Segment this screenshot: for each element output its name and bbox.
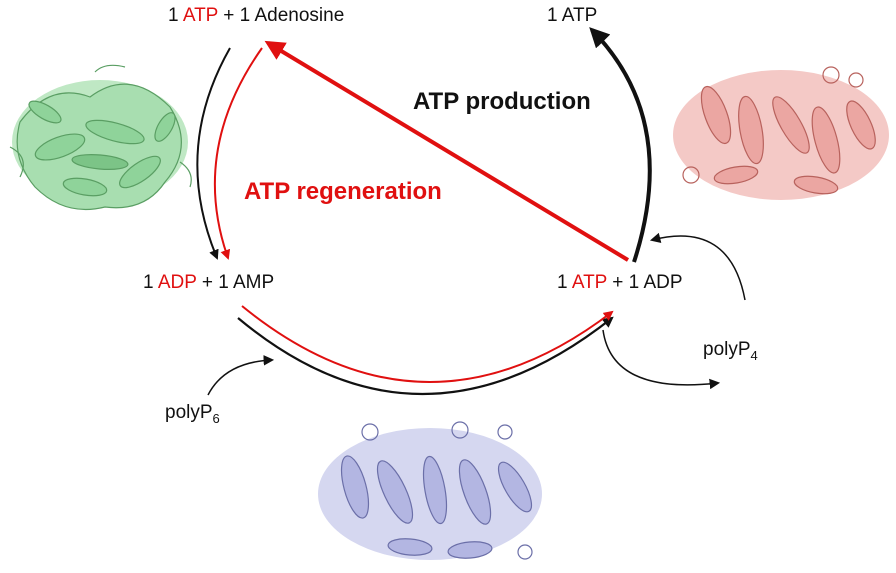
atp-top-left: ATP <box>182 5 219 26</box>
atp-regeneration-label: ATP regeneration <box>244 178 442 205</box>
atp-mid-right: ATP <box>571 272 608 293</box>
top-right-label: 1 ATP <box>547 5 598 26</box>
polyp6-label: polyP6 <box>165 402 220 426</box>
polyp4-label: polyP4 <box>703 339 758 363</box>
bottom-arc-black <box>237 316 614 396</box>
mid-left-label: 1 ADP + 1 AMP <box>143 272 275 293</box>
atp-production-label: ATP production <box>413 88 591 115</box>
polyp4-arrow <box>649 232 746 301</box>
regeneration-arrow <box>264 40 630 262</box>
polyp6-arrow <box>207 355 275 396</box>
pink-protein-icon <box>673 66 889 200</box>
bottom-arc-red <box>241 305 614 383</box>
left-arc-black <box>196 47 231 260</box>
output-arrow <box>602 329 721 390</box>
top-left-label: 1 ATP + 1 Adenosine <box>168 5 345 26</box>
left-arc-red <box>213 47 263 260</box>
blue-protein-icon <box>318 421 542 560</box>
production-arrow <box>589 27 652 263</box>
adp-mid-left: ADP <box>157 272 197 293</box>
mid-right-label: 1 ATP + 1 ADP <box>557 272 683 293</box>
green-protein-icon <box>9 64 192 211</box>
